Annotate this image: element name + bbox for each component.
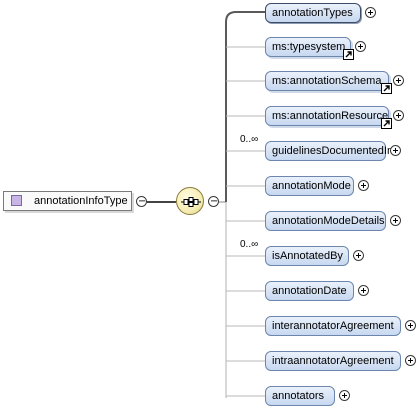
reference-arrow-icon bbox=[381, 83, 392, 94]
reference-arrow-icon bbox=[343, 49, 354, 60]
root-collapse-icon[interactable] bbox=[136, 196, 147, 207]
expand-icon[interactable] bbox=[393, 110, 404, 121]
expand-icon[interactable] bbox=[339, 390, 350, 401]
root-element-label: annotationInfoType bbox=[34, 195, 128, 207]
root-element-box[interactable]: annotationInfoType bbox=[3, 191, 132, 211]
sequence-glyph-icon bbox=[181, 197, 201, 207]
expand-icon[interactable] bbox=[365, 7, 376, 18]
element-node-interannotatoragreement[interactable]: interannotatorAgreement bbox=[265, 316, 401, 336]
expand-icon[interactable] bbox=[393, 75, 404, 86]
expand-icon[interactable] bbox=[358, 180, 369, 191]
reference-arrow-icon bbox=[381, 118, 392, 129]
expand-icon[interactable] bbox=[405, 355, 416, 366]
first-child-connector bbox=[225, 11, 265, 202]
element-node-isannotatedby[interactable]: isAnnotatedBy bbox=[265, 246, 349, 266]
element-node-ms-annotationresource[interactable]: ms:annotationResource bbox=[265, 106, 389, 126]
element-node-annotators[interactable]: annotators bbox=[265, 386, 335, 406]
element-label: ms:annotationSchema bbox=[272, 75, 382, 87]
expand-icon[interactable] bbox=[405, 320, 416, 331]
expand-icon[interactable] bbox=[355, 41, 366, 52]
element-node-ms-typesystem[interactable]: ms:typesystem bbox=[265, 37, 351, 57]
element-label: annotationDate bbox=[272, 285, 347, 297]
element-node-annotationtypes[interactable]: annotationTypes bbox=[265, 3, 361, 23]
complex-type-icon bbox=[11, 195, 22, 206]
element-node-guidelinesdocumentedin[interactable]: guidelinesDocumentedIn bbox=[265, 141, 393, 161]
cardinality-label: 0..∞ bbox=[240, 239, 259, 250]
element-label: annotationTypes bbox=[272, 7, 353, 19]
sequence-collapse-icon[interactable] bbox=[208, 196, 219, 207]
expand-icon[interactable] bbox=[358, 285, 369, 296]
sequence-compositor-icon[interactable] bbox=[176, 187, 204, 215]
expand-icon[interactable] bbox=[390, 215, 401, 226]
element-node-annotationmodedetails[interactable]: annotationModeDetails bbox=[265, 211, 386, 231]
expand-icon[interactable] bbox=[353, 250, 364, 261]
element-node-intraannotatoragreement[interactable]: intraannotatorAgreement bbox=[265, 351, 401, 371]
element-label: isAnnotatedBy bbox=[272, 250, 343, 262]
cardinality-label: 0..∞ bbox=[240, 134, 259, 145]
element-node-ms-annotationschema[interactable]: ms:annotationSchema bbox=[265, 71, 389, 91]
element-label: annotators bbox=[272, 390, 324, 402]
element-node-annotationdate[interactable]: annotationDate bbox=[265, 281, 354, 301]
element-label: ms:typesystem bbox=[272, 41, 346, 53]
expand-icon[interactable] bbox=[390, 145, 401, 156]
element-label: ms:annotationResource bbox=[272, 110, 389, 122]
element-label: interannotatorAgreement bbox=[272, 320, 394, 332]
branch-lines bbox=[226, 46, 265, 397]
element-label: annotationMode bbox=[272, 180, 351, 192]
element-label: guidelinesDocumentedIn bbox=[272, 145, 394, 157]
element-label: intraannotatorAgreement bbox=[272, 355, 394, 367]
element-node-annotationmode[interactable]: annotationMode bbox=[265, 176, 354, 196]
element-label: annotationModeDetails bbox=[272, 215, 385, 227]
